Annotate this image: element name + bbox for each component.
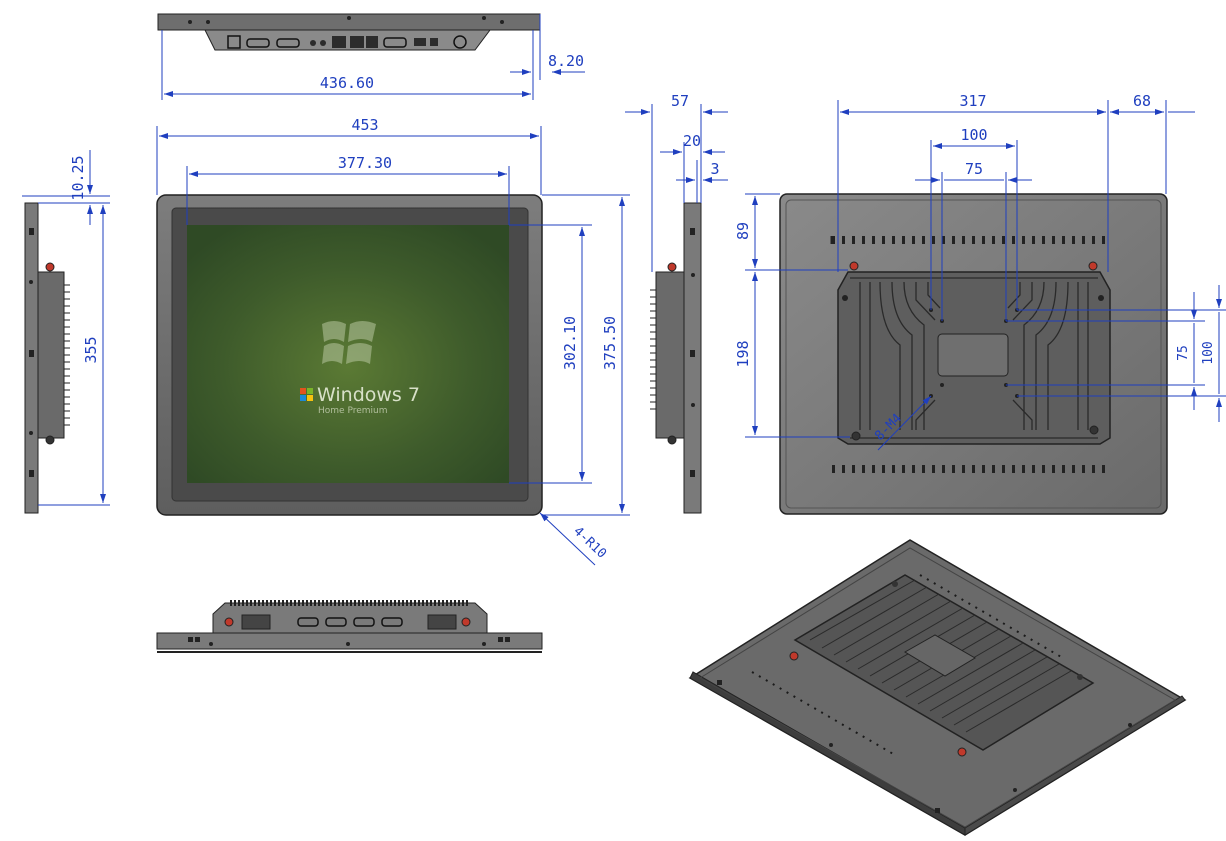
dim-back-top: 89 bbox=[734, 222, 752, 240]
windows-logo-icon bbox=[322, 321, 376, 364]
dim-top-depth: 8.20 bbox=[548, 52, 584, 70]
right-side-view: 57 20 3 bbox=[625, 92, 728, 514]
front-view: Windows 7 Home Premium 453 377.30 302.10… bbox=[156, 116, 630, 566]
dim-side-depth: 57 bbox=[671, 92, 689, 110]
dim-display-width: 377.30 bbox=[338, 154, 392, 172]
dim-vesa-75-h: 75 bbox=[965, 160, 983, 178]
top-view-ports bbox=[227, 35, 467, 49]
left-side-fins bbox=[64, 284, 70, 426]
dim-corner-radius: 4-R10 bbox=[570, 524, 609, 562]
dim-back-mid: 198 bbox=[734, 340, 752, 367]
logo-edition: Home Premium bbox=[318, 406, 388, 416]
logo-text: Windows 7 bbox=[317, 384, 420, 406]
dim-side-offset: 10.25 bbox=[69, 155, 87, 200]
heatsink-fins bbox=[850, 277, 1098, 439]
dim-overall-height: 375.50 bbox=[601, 316, 619, 370]
isometric-view bbox=[688, 539, 1187, 836]
dim-overall-width: 453 bbox=[351, 116, 378, 134]
dim-side-height: 355 bbox=[82, 336, 100, 363]
dim-vesa-100-h: 100 bbox=[960, 126, 987, 144]
left-side-view: 10.25 355 bbox=[22, 150, 110, 514]
right-side-fins bbox=[650, 289, 656, 410]
top-view: 436.60 8.20 bbox=[157, 13, 585, 100]
dim-back-span: 317 bbox=[959, 92, 986, 110]
windows-flag-icon bbox=[300, 388, 313, 401]
rear-label-plate bbox=[937, 333, 1009, 377]
dim-back-margin: 68 bbox=[1133, 92, 1151, 110]
dim-vesa-75-v: 75 bbox=[1176, 345, 1191, 361]
dim-side-bezel: 3 bbox=[710, 160, 719, 178]
bottom-view bbox=[156, 600, 543, 653]
dim-vesa-100-v: 100 bbox=[1201, 341, 1216, 364]
iso-vents bbox=[751, 574, 1064, 756]
rear-view: 317 68 100 75 89 198 75 bbox=[734, 92, 1226, 515]
bottom-ports bbox=[224, 614, 471, 630]
dim-side-inner: 20 bbox=[683, 132, 701, 150]
dim-top-width: 436.60 bbox=[320, 74, 374, 92]
dim-display-height: 302.10 bbox=[561, 316, 579, 370]
